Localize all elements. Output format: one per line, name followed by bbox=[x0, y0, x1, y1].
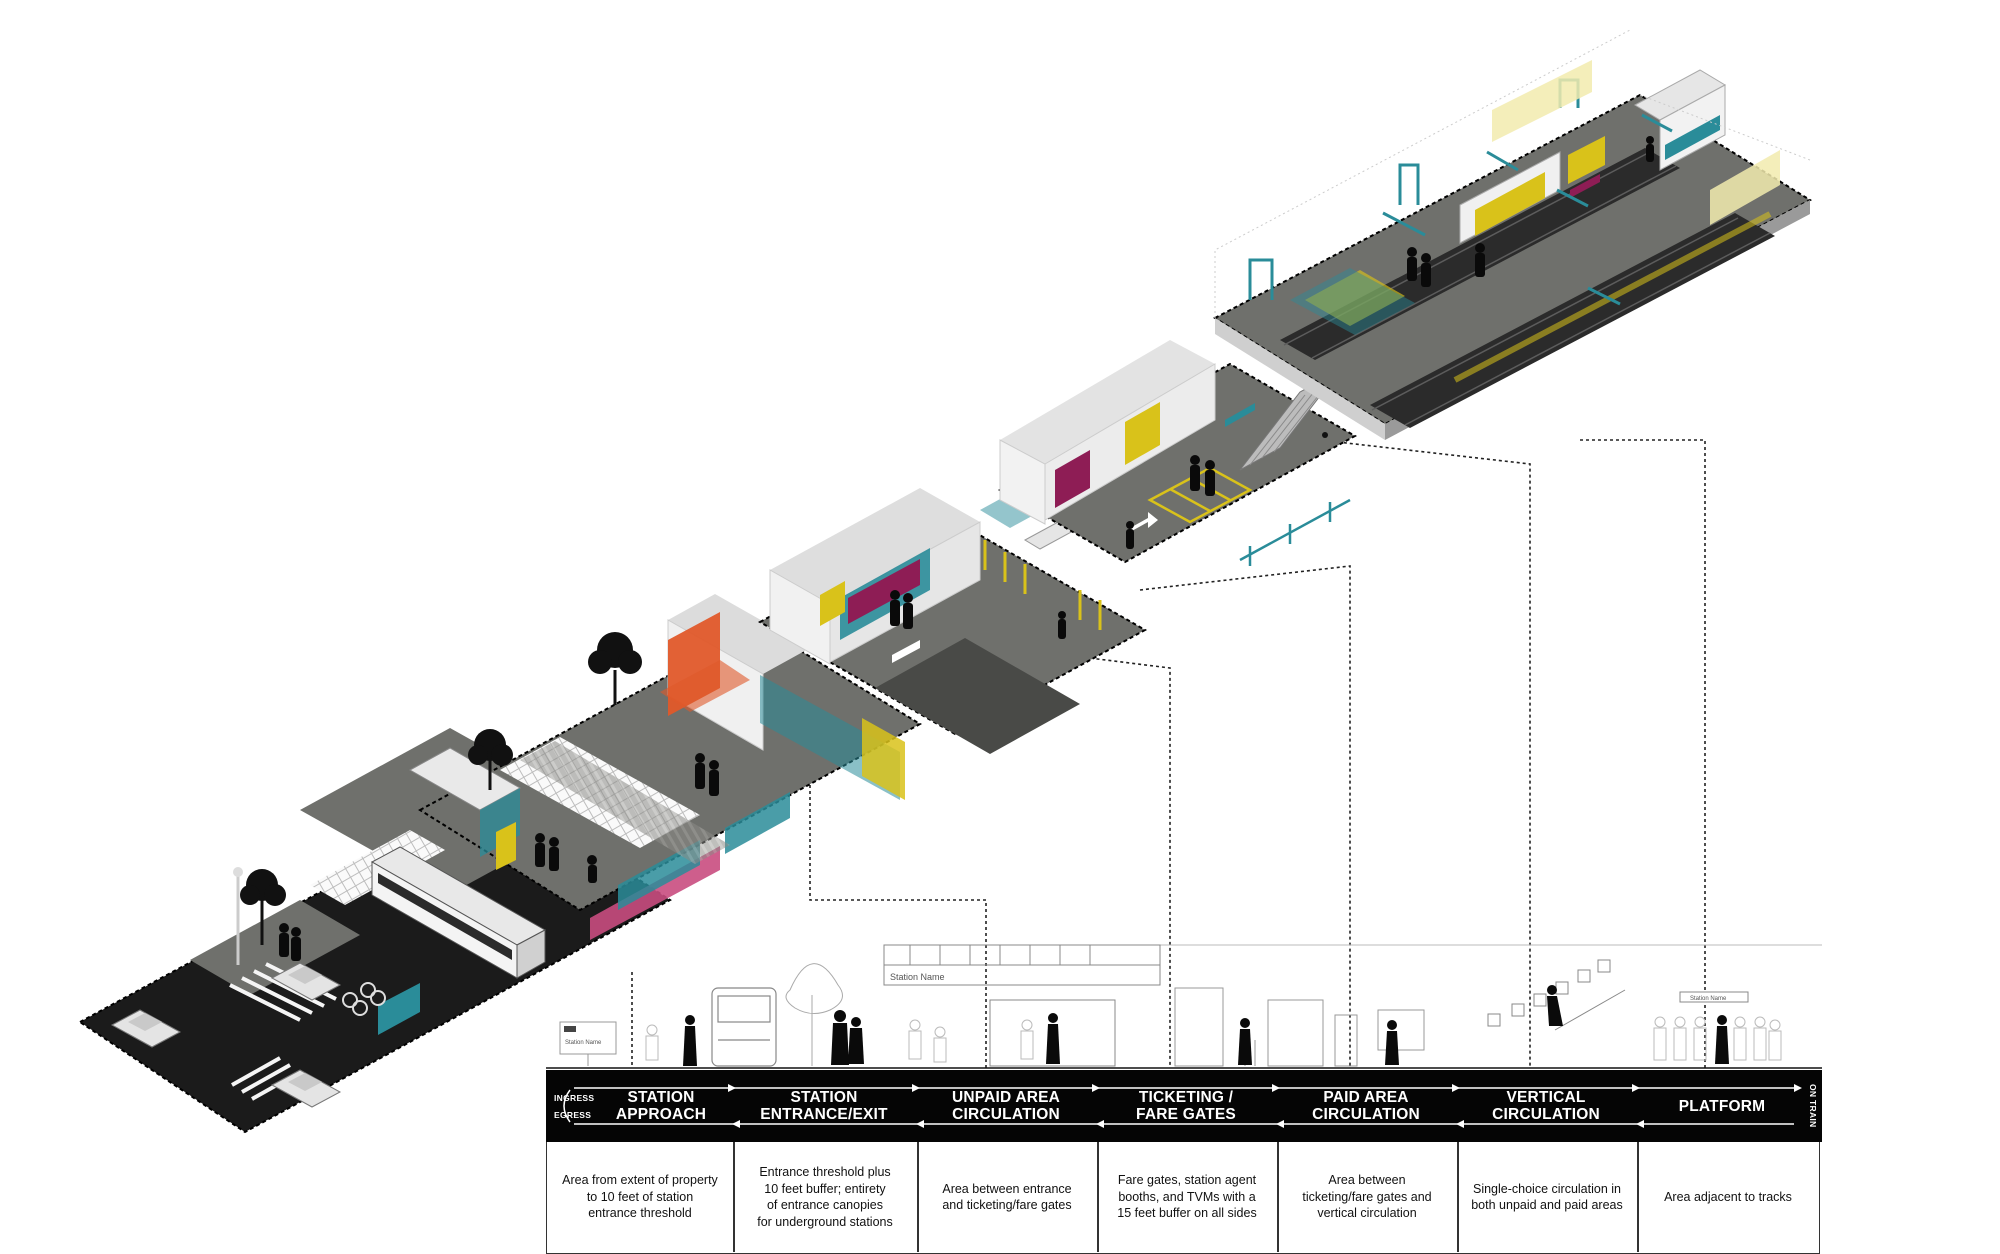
zone-unpaid-circulation bbox=[757, 488, 1148, 754]
car-icon bbox=[110, 1009, 182, 1048]
pedestrians-icon bbox=[535, 753, 719, 883]
zone-platform bbox=[1212, 29, 1813, 440]
zone-paid-area-circulation bbox=[997, 340, 1358, 566]
stairs-elevation bbox=[1487, 959, 1626, 1031]
platform-sign-text: Station Name bbox=[1690, 996, 1727, 1002]
on-train-label: ON TRAIN bbox=[1808, 1084, 1818, 1128]
ingress-label: INGRESS bbox=[554, 1093, 595, 1103]
stage-ticketing-fare-gates: TICKETING /FARE GATES bbox=[1136, 1089, 1236, 1123]
stage-platform: PLATFORM bbox=[1678, 1097, 1766, 1115]
car-icon bbox=[270, 1069, 342, 1108]
egress-label: EGRESS bbox=[554, 1110, 592, 1120]
pedestrians-icon bbox=[890, 590, 1066, 639]
tree-icon bbox=[468, 632, 642, 790]
bus-icon bbox=[370, 846, 547, 979]
bus-front-icon bbox=[711, 987, 777, 1067]
pedestrians-icon bbox=[279, 923, 301, 961]
elevation-strip: Station Name Station Name bbox=[546, 944, 1822, 1069]
platform-sign-elevation: Station Name bbox=[1679, 991, 1749, 1003]
tree-icon bbox=[240, 869, 286, 945]
desc-platform: Area adjacent to tracks bbox=[1664, 1189, 1792, 1204]
station-name-sign: Station Name bbox=[890, 972, 945, 982]
car-icon bbox=[270, 962, 342, 1001]
station-entrance-elevation bbox=[883, 944, 1161, 1067]
pedestrians-icon bbox=[1126, 455, 1215, 549]
pedestrians-icon bbox=[1407, 136, 1654, 287]
station-sign-icon: Station Name bbox=[559, 1021, 617, 1066]
station-entrance-building bbox=[660, 594, 905, 800]
pedestrians-icon bbox=[683, 985, 1729, 1066]
svg-text:Station Name: Station Name bbox=[565, 1040, 602, 1046]
bicycle-icon bbox=[342, 982, 386, 1016]
flow-arrows bbox=[563, 1084, 1802, 1128]
tree-icon bbox=[785, 963, 843, 1066]
people-outline-icons bbox=[645, 1016, 1782, 1063]
